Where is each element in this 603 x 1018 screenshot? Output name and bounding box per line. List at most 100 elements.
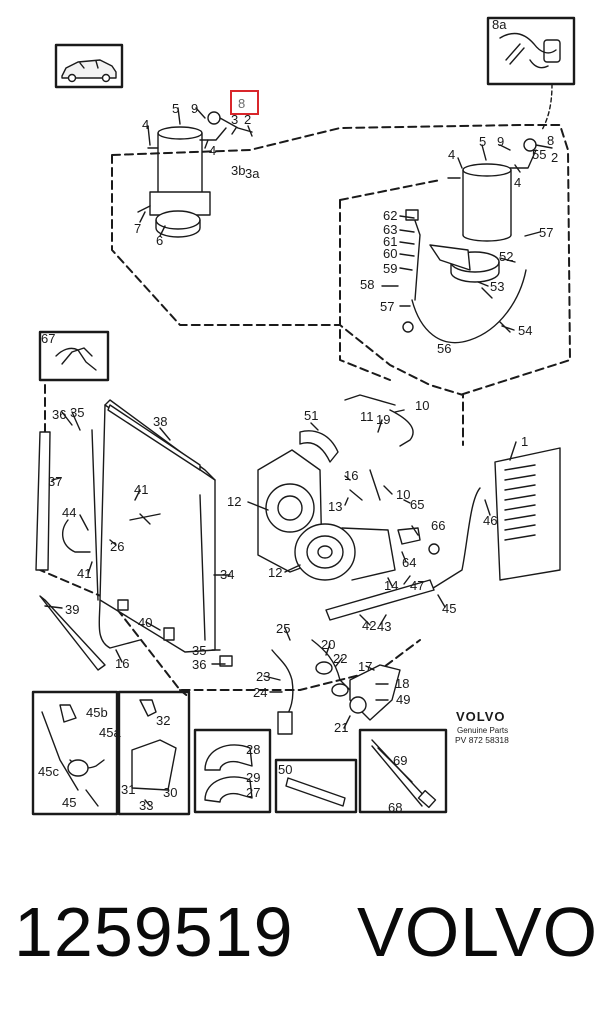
- callout-44: 44: [62, 505, 76, 520]
- callout-34: 34: [220, 567, 234, 582]
- car-icon: [54, 43, 124, 89]
- callout-22: 22: [333, 651, 347, 666]
- inset-30-box: [117, 690, 191, 816]
- callout-8a: 8a: [492, 17, 507, 32]
- callout-55: 55: [532, 147, 546, 162]
- callout-51: 51: [304, 408, 318, 423]
- callout-13: 13: [328, 499, 342, 514]
- receiver-drier-right: [402, 138, 553, 344]
- callout-39: 39: [65, 602, 79, 617]
- callout-5: 5: [479, 134, 486, 149]
- callout-47: 47: [410, 578, 424, 593]
- callout-35: 35: [70, 405, 84, 420]
- evaporator: [325, 447, 561, 621]
- callout-45: 45: [62, 795, 76, 810]
- brand-name: VOLVO: [357, 893, 599, 971]
- callout-52: 52: [499, 249, 513, 264]
- volvo-brand-block: VOLVO Genuine Parts PV 872 58318: [455, 709, 509, 745]
- callout-50: 50: [278, 762, 292, 777]
- callout-29: 29: [246, 770, 260, 785]
- callout-57: 57: [380, 299, 394, 314]
- callout-23: 23: [256, 669, 270, 684]
- callout-14: 14: [384, 578, 398, 593]
- callout-54: 54: [518, 323, 532, 338]
- callout-65: 65: [410, 497, 424, 512]
- ac-system-exploded-diagram: VOLVO Genuine Parts PV 872 58318 8a59843…: [31, 16, 576, 816]
- callout-10: 10: [396, 487, 410, 502]
- callout-31: 31: [121, 782, 135, 797]
- callout-41: 41: [134, 482, 148, 497]
- callout-6: 6: [156, 233, 163, 248]
- callout-36: 36: [52, 407, 66, 422]
- callout-36: 36: [192, 657, 206, 672]
- callout-12: 12: [268, 565, 282, 580]
- inset-67-box: [38, 330, 110, 382]
- callout-45a: 45a: [99, 725, 121, 740]
- callout-4: 4: [448, 147, 455, 162]
- callout-64: 64: [402, 555, 416, 570]
- brand-subtitle: Genuine Parts: [457, 726, 508, 735]
- callout-24: 24: [253, 685, 267, 700]
- callout-37: 37: [48, 474, 62, 489]
- callout-17: 17: [358, 659, 372, 674]
- callout-19: 19: [376, 412, 390, 427]
- inset-8a-box: [486, 16, 576, 131]
- callout-40: 40: [138, 615, 152, 630]
- callout-38: 38: [153, 414, 167, 429]
- callout-49: 49: [396, 692, 410, 707]
- callout-45: 45: [442, 601, 456, 616]
- callout-3b: 3b: [231, 163, 245, 178]
- callout-35: 35: [192, 643, 206, 658]
- callout-4: 4: [142, 117, 149, 132]
- receiver-drier-left: [137, 111, 253, 238]
- callout-18: 18: [395, 676, 409, 691]
- brand-title: VOLVO: [456, 709, 506, 724]
- compressor: [257, 394, 440, 581]
- condenser: [35, 399, 233, 671]
- callout-62: 62: [383, 208, 397, 223]
- callout-46: 46: [483, 513, 497, 528]
- callout-63: 63: [383, 222, 397, 237]
- callout-3a: 3a: [245, 166, 260, 181]
- callout-16: 16: [115, 656, 129, 671]
- callout-9: 9: [191, 101, 198, 116]
- callout-12: 12: [227, 494, 241, 509]
- callout-26: 26: [110, 539, 124, 554]
- callout-68: 68: [388, 800, 402, 815]
- callout-25: 25: [276, 621, 290, 636]
- callout-59: 59: [383, 261, 397, 276]
- callout-9: 9: [497, 134, 504, 149]
- callout-67: 67: [41, 331, 55, 346]
- callout-16: 16: [344, 468, 358, 483]
- callout-56: 56: [437, 341, 451, 356]
- callout-53: 53: [490, 279, 504, 294]
- inset-68-box: [358, 728, 448, 814]
- callout-4: 4: [514, 175, 521, 190]
- callout-1: 1: [521, 434, 528, 449]
- inset-27-box: [193, 728, 272, 814]
- inset-45-box: [31, 690, 119, 816]
- callout-61: 61: [383, 234, 397, 249]
- callout-33: 33: [139, 798, 153, 813]
- callout-20: 20: [321, 637, 335, 652]
- callout-45c: 45c: [38, 764, 59, 779]
- callout-66: 66: [431, 518, 445, 533]
- inset-50-box: [274, 758, 358, 814]
- callout-41: 41: [77, 566, 91, 581]
- callout-3: 3: [231, 112, 238, 127]
- callout-21: 21: [334, 720, 348, 735]
- callout-58: 58: [360, 277, 374, 292]
- part-number: 1259519: [14, 893, 294, 971]
- callout-60: 60: [383, 246, 397, 261]
- highlight-box: [230, 90, 259, 115]
- callout-4: 4: [209, 143, 216, 158]
- callout-42: 42: [362, 618, 376, 633]
- callout-57: 57: [539, 225, 553, 240]
- callout-69: 69: [393, 753, 407, 768]
- callout-2: 2: [244, 112, 251, 127]
- callout-7: 7: [134, 221, 141, 236]
- wiring-harness: [271, 639, 401, 735]
- callout-5: 5: [172, 101, 179, 116]
